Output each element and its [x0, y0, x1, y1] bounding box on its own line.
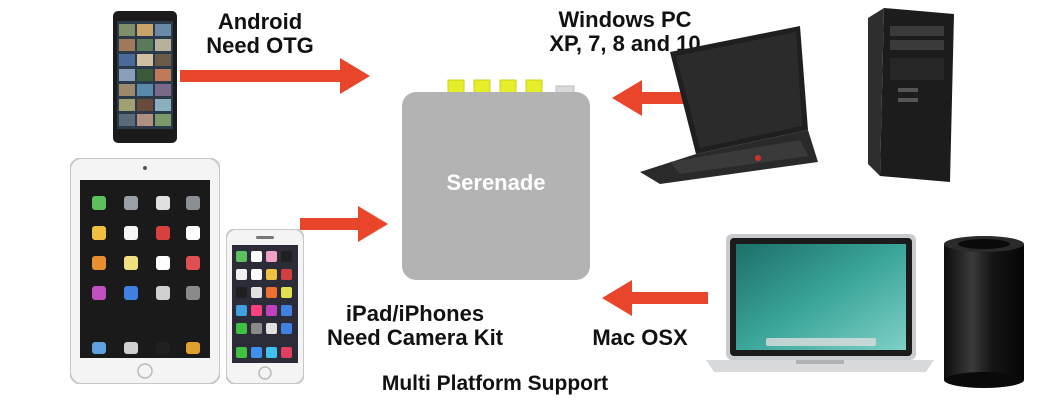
app-icon-grid	[92, 196, 200, 354]
iphone-app-grid	[236, 251, 292, 358]
mac-pro-icon	[944, 236, 1024, 388]
mac-label: Mac OSX	[592, 325, 688, 350]
windows-laptop-icon	[640, 26, 818, 184]
ios-label: iPad/iPhones Need Camera Kit	[326, 301, 504, 350]
iphone-icon	[226, 229, 304, 384]
ipad-icon	[70, 158, 220, 384]
macbook-icon	[706, 234, 934, 372]
android-label: Android Need OTG	[206, 9, 314, 58]
serenade-hub: Serenade	[398, 78, 594, 282]
arrow-windows-to-hub	[612, 80, 714, 116]
arrow-ios-to-hub	[300, 206, 388, 242]
hub-body	[402, 92, 590, 280]
serenade-hub-graphic	[402, 79, 590, 280]
photo-grid	[119, 24, 171, 126]
hub-label: Serenade	[446, 170, 546, 195]
android-phone-icon	[113, 11, 177, 143]
arrow-android-to-hub	[180, 58, 370, 94]
windows-tower-icon	[868, 8, 954, 182]
footer-title: Multi Platform Support	[381, 372, 609, 395]
windows-label: Windows PC XP, 7, 8 and 10	[549, 7, 701, 56]
arrow-mac-to-hub	[602, 280, 708, 316]
